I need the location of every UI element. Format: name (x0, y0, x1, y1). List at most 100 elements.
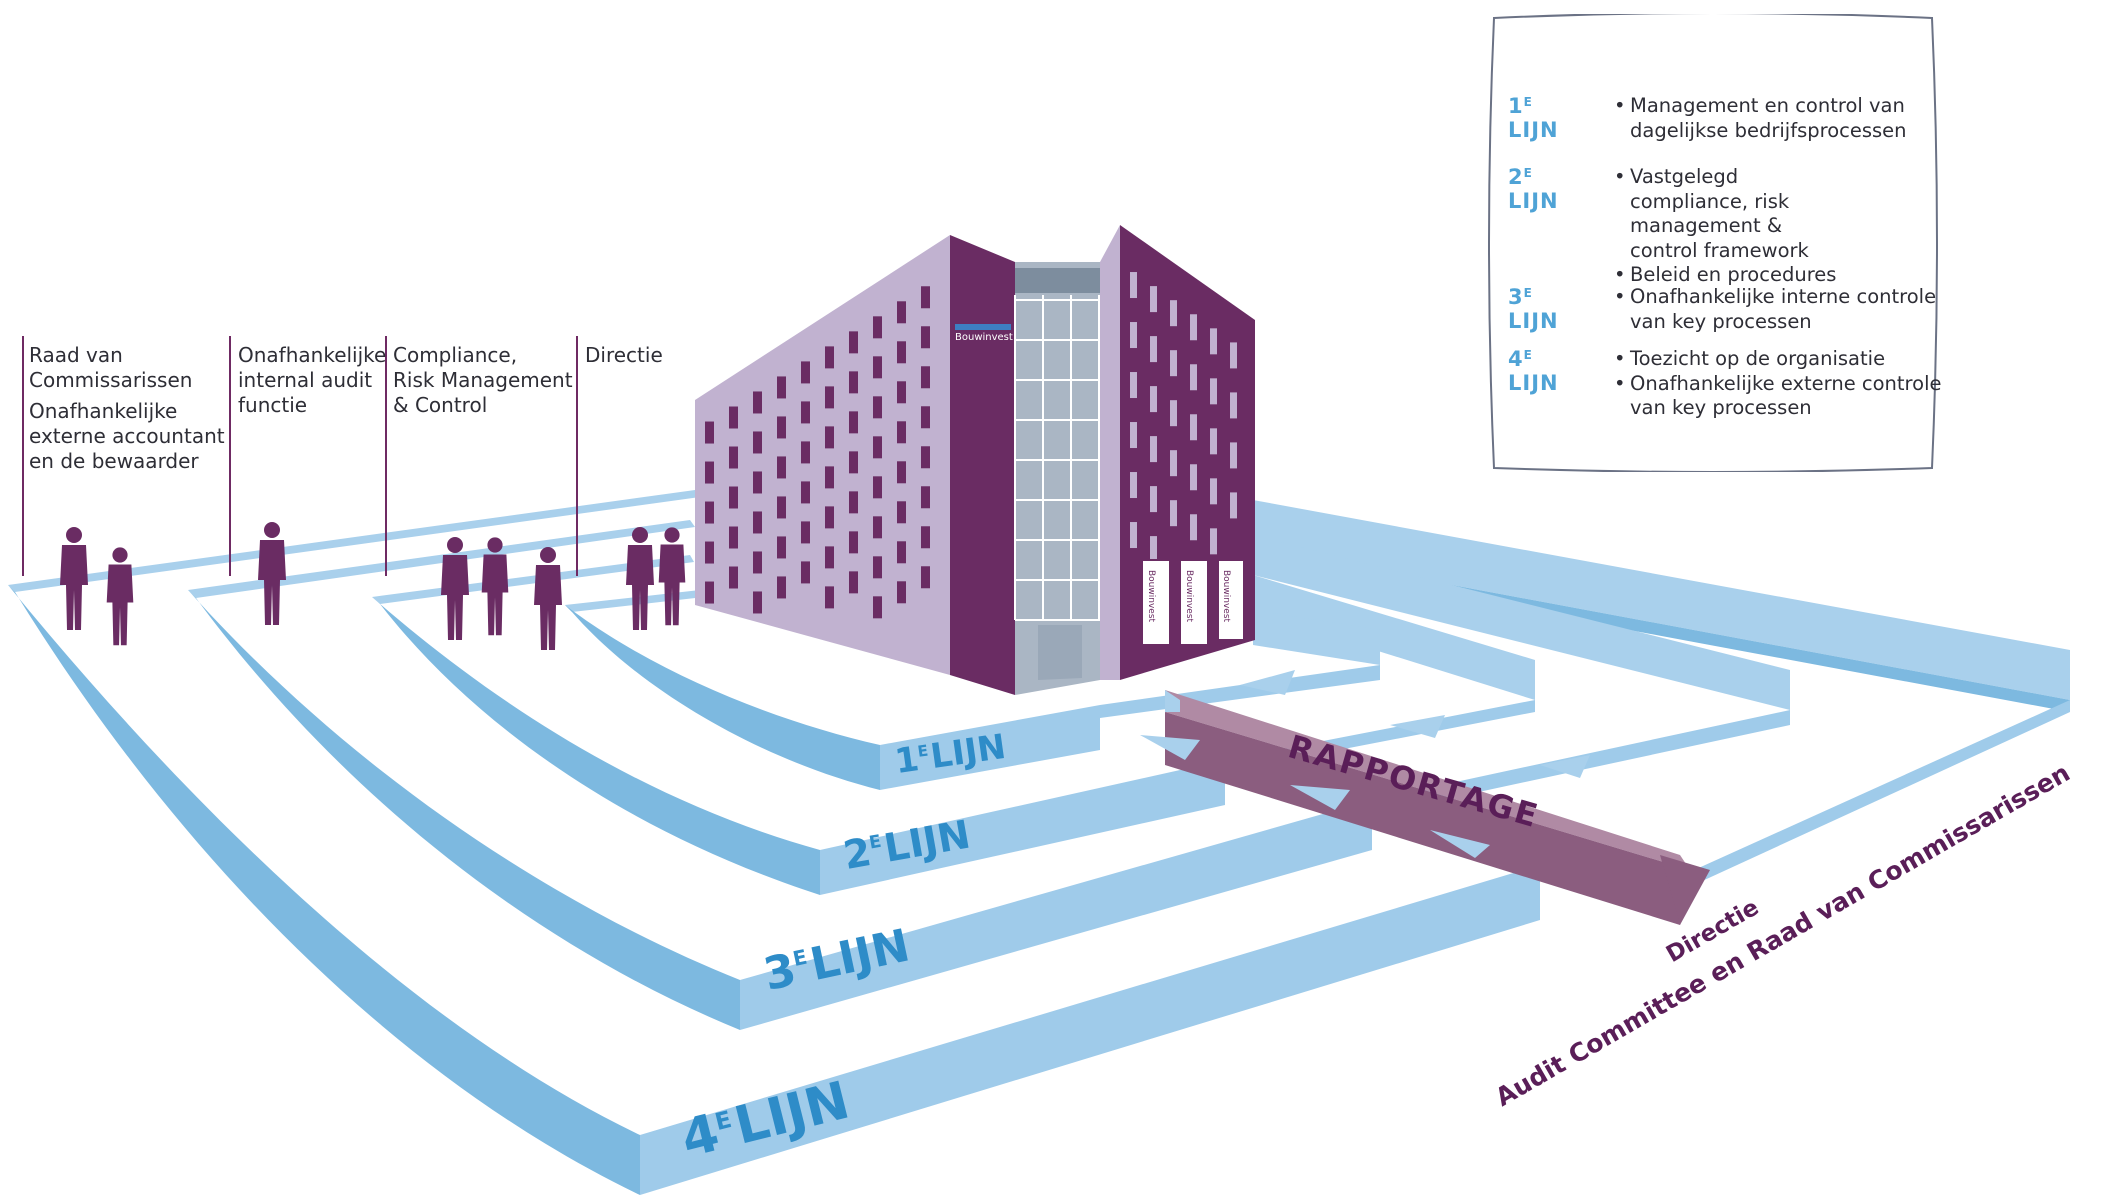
window (1170, 300, 1177, 327)
window (825, 506, 834, 529)
window (1210, 328, 1217, 355)
window (873, 356, 882, 379)
legend-bullet: Beleid en procedures (1614, 263, 1944, 288)
legend-bullet: Onafhankelijke externe controle van key … (1614, 372, 1944, 421)
column-label-2: Onafhankelijke internal audit functie (238, 343, 388, 418)
building-windows (705, 272, 1237, 619)
window (825, 426, 834, 449)
window (705, 501, 714, 524)
wall-1e-lijn (565, 590, 1380, 790)
window (1190, 464, 1197, 491)
legend-bullets-1: Management en control van dagelijkse bed… (1614, 94, 1944, 143)
legend-key-num: 4 (1508, 347, 1524, 371)
window (897, 501, 906, 524)
lijn-sup: E (867, 832, 883, 854)
window (1170, 500, 1177, 527)
window (753, 551, 762, 574)
window (777, 496, 786, 519)
window (873, 396, 882, 419)
column-line-1 (22, 336, 24, 576)
column-label-1-extra: en de bewaarder (29, 449, 199, 473)
column-label-4-line: Directie (585, 343, 663, 367)
window (1170, 400, 1177, 427)
window (801, 401, 810, 424)
window (705, 421, 714, 444)
legend-key-word: LIJN (1508, 118, 1559, 142)
window (921, 566, 930, 589)
building-glass-grid (1014, 295, 1100, 621)
window (1130, 322, 1137, 349)
window (897, 541, 906, 564)
window (1130, 372, 1137, 399)
window (873, 316, 882, 339)
window (753, 591, 762, 614)
window (921, 366, 930, 389)
legend-key-num: 2 (1508, 165, 1524, 189)
window (849, 411, 858, 434)
window (897, 461, 906, 484)
window (1210, 478, 1217, 505)
legend-key-1: 1E LIJN (1508, 94, 1559, 142)
window (849, 571, 858, 594)
legend-key-word: LIJN (1508, 309, 1559, 333)
window (849, 371, 858, 394)
people-silhouettes (60, 522, 686, 650)
window (1150, 386, 1157, 413)
legend-bullets-2: Vastgelegd compliance, risk management &… (1614, 165, 1944, 288)
banner-text-1: Bouwinvest (1146, 570, 1156, 623)
person-silhouette (258, 522, 286, 625)
window (729, 406, 738, 429)
window (801, 561, 810, 584)
column-label-1-line: Commissarissen (29, 368, 193, 392)
window (753, 431, 762, 454)
window (849, 451, 858, 474)
person-silhouette (481, 537, 509, 636)
window (1150, 336, 1157, 363)
person-silhouette (60, 527, 88, 630)
window (897, 581, 906, 604)
window (897, 421, 906, 444)
person-silhouette (658, 527, 686, 626)
window (1190, 514, 1197, 541)
legend-key-num: 3 (1508, 285, 1524, 309)
window (729, 486, 738, 509)
window (801, 481, 810, 504)
column-label-1-extra: externe accountant (29, 424, 225, 448)
window (873, 516, 882, 539)
window (1230, 342, 1237, 369)
window (1210, 378, 1217, 405)
window (729, 446, 738, 469)
window (1190, 364, 1197, 391)
window (825, 546, 834, 569)
column-label-4: Directie (585, 343, 685, 368)
window (705, 541, 714, 564)
window (1190, 414, 1197, 441)
window (849, 331, 858, 354)
column-label-2-line: internal audit (238, 368, 373, 392)
legend-key-2: 2E LIJN (1508, 165, 1559, 213)
window (1170, 450, 1177, 477)
window (873, 436, 882, 459)
column-label-2-line: functie (238, 393, 308, 417)
window (777, 576, 786, 599)
banner-text-2: Bouwinvest (1184, 570, 1194, 623)
window (825, 466, 834, 489)
building-banners (1141, 559, 1245, 646)
legend-key-4: 4E LIJN (1508, 347, 1559, 395)
legend-bullet: Vastgelegd compliance, risk management &… (1614, 165, 1850, 263)
window (1130, 422, 1137, 449)
legend-bullet: Management en control van dagelijkse bed… (1614, 94, 1944, 143)
person-silhouette (534, 547, 562, 650)
lijn-sup: E (916, 741, 930, 761)
window (825, 346, 834, 369)
window (1230, 392, 1237, 419)
window (729, 566, 738, 589)
window (921, 406, 930, 429)
window (825, 386, 834, 409)
window (1190, 314, 1197, 341)
column-label-3: Compliance, Risk Management & Control (393, 343, 573, 418)
window (705, 461, 714, 484)
window (849, 531, 858, 554)
